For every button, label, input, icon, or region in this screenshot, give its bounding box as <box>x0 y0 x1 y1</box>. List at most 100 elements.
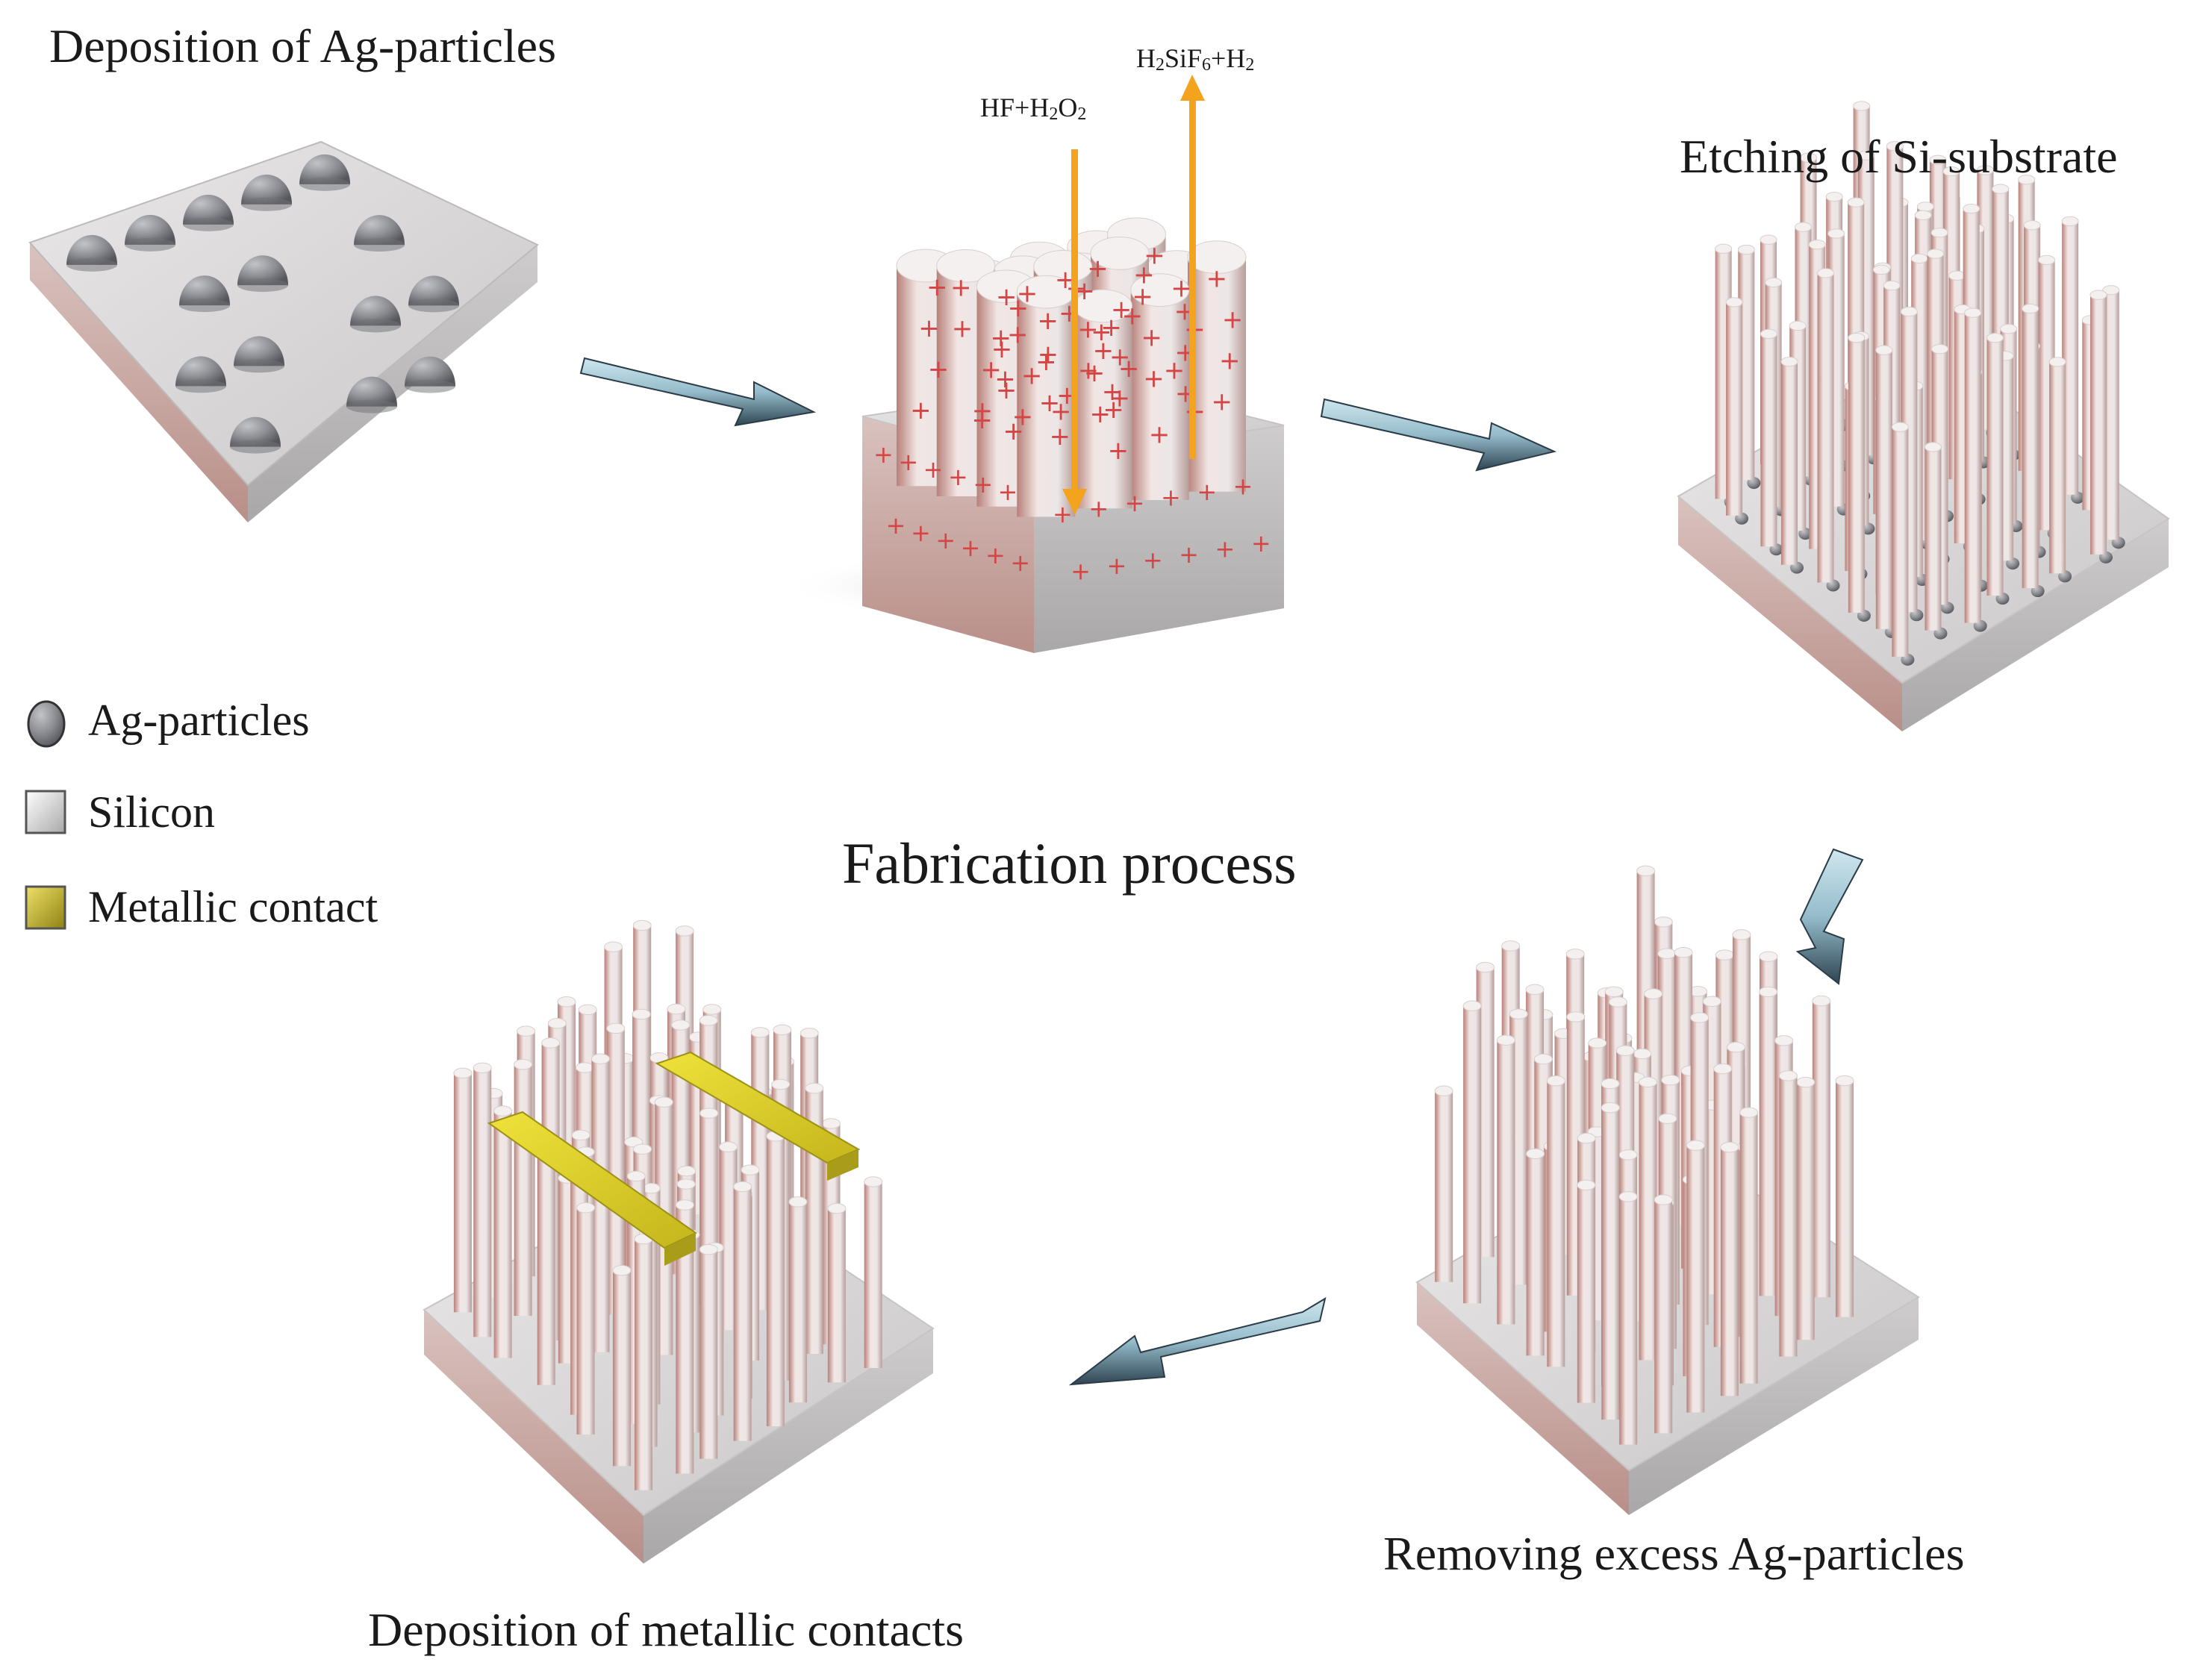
silicon-nanowire <box>1546 1075 1565 1367</box>
diagram-title: Fabrication process <box>842 831 1297 896</box>
silicon-nanowire <box>1812 995 1831 1298</box>
ag-particle <box>299 154 351 184</box>
silicon-nanowire <box>1759 986 1778 1296</box>
step-label-etching: Etching of Si-substrate <box>1680 130 2118 183</box>
process-arrow-1 <box>579 357 817 427</box>
silicon-pillar <box>1187 240 1247 492</box>
positive-charge: + <box>1050 396 1072 426</box>
positive-charge: + <box>1143 546 1163 574</box>
silicon-nanowire <box>473 1062 492 1337</box>
silicon-nanowire <box>2089 290 2107 555</box>
positive-charge: + <box>1012 402 1034 432</box>
positive-charge: + <box>994 364 1016 394</box>
ag-particle <box>125 214 176 245</box>
legend-ag-icon <box>27 700 66 748</box>
silicon-nanowire <box>1796 1076 1816 1340</box>
silicon-nanowire <box>634 1233 653 1490</box>
ag-particle <box>354 215 405 246</box>
ag-particle <box>1933 627 1948 640</box>
positive-charge: + <box>910 396 932 425</box>
silicon-pillar <box>1130 273 1190 500</box>
silicon-nanowire <box>537 1140 556 1385</box>
positive-charge: + <box>1108 436 1129 466</box>
positive-charge: + <box>1053 500 1073 528</box>
positive-charge: + <box>1222 305 1244 335</box>
positive-charge: + <box>961 534 981 562</box>
positive-charge: + <box>1087 254 1109 284</box>
silicon-nanowire <box>1760 328 1777 547</box>
silicon-nanowire <box>766 1131 785 1427</box>
positive-charge: + <box>1070 557 1091 585</box>
positive-charge: + <box>1007 293 1029 323</box>
legend-label-ag: Ag-particles <box>88 696 310 745</box>
legend-label-contact: Metallic contact <box>88 882 378 931</box>
positive-charge: + <box>926 272 948 302</box>
silicon-nanowire <box>1964 307 1982 623</box>
positive-charge: + <box>1118 354 1140 384</box>
silicon-nanowire <box>1986 333 2004 596</box>
positive-charge: + <box>1078 355 1100 385</box>
positive-charge: + <box>998 478 1018 506</box>
metallic-contact <box>655 1051 861 1181</box>
positive-charge: + <box>1088 495 1109 523</box>
process-arrow-4 <box>1068 1296 1327 1386</box>
positive-charge: + <box>898 448 918 476</box>
positive-charge: + <box>1133 260 1155 290</box>
positive-charge: + <box>980 355 1002 384</box>
legend-silicon-icon <box>25 790 66 834</box>
positive-charge: + <box>952 313 973 343</box>
positive-charge: + <box>1017 279 1038 309</box>
ag-particle <box>1901 653 1915 666</box>
ag-particle <box>230 416 281 447</box>
positive-charge: + <box>996 375 1017 405</box>
silicon-nanowire <box>733 1181 752 1441</box>
silicon-nanowire <box>1924 442 1942 631</box>
ag-particle <box>237 255 289 286</box>
ag-particle <box>66 234 118 265</box>
ag-particle <box>408 275 460 306</box>
silicon-nanowire <box>1686 1140 1705 1413</box>
ag-particle <box>346 376 398 407</box>
positive-charge: + <box>996 282 1017 312</box>
process-arrow-3 <box>1795 848 1864 985</box>
positive-charge: + <box>928 355 950 384</box>
positive-charge: + <box>1161 484 1181 512</box>
silicon-pillar <box>1016 275 1076 517</box>
positive-charge: + <box>1111 295 1132 325</box>
positive-charge: + <box>1084 358 1106 388</box>
ag-particle <box>175 356 227 387</box>
positive-charge: + <box>1035 347 1057 377</box>
positive-charge: + <box>911 519 931 547</box>
positive-charge: + <box>1007 320 1029 350</box>
silicon-nanowire <box>576 1202 596 1435</box>
positive-charge: + <box>873 440 894 469</box>
positive-charge: + <box>1206 264 1228 294</box>
silicon-nanowire <box>1526 1148 1545 1356</box>
positive-charge: + <box>918 313 940 343</box>
process-arrow-2 <box>1320 398 1557 472</box>
step-label-metallic-contacts: Deposition of metallic contacts <box>368 1603 964 1656</box>
nanowires-without-ag <box>1415 865 1920 1515</box>
silicon-nanowire <box>1462 1000 1482 1304</box>
silicon-nanowire <box>2061 216 2079 495</box>
positive-charge: + <box>1144 241 1165 271</box>
ag-particle <box>405 356 456 387</box>
ag-particle <box>2098 551 2113 563</box>
positive-charge: + <box>1050 422 1071 452</box>
step-label-deposition-ag: Deposition of Ag-particles <box>49 19 556 72</box>
silicon-nanowire <box>1601 1102 1620 1420</box>
step-label-removing-ag: Removing excess Ag-particles <box>1383 1527 1965 1580</box>
silicon-nanowire <box>1618 1191 1638 1445</box>
positive-charge: + <box>1021 361 1043 391</box>
positive-charge: + <box>1212 387 1233 417</box>
positive-charge: + <box>1039 388 1061 418</box>
positive-charge: + <box>973 470 993 499</box>
reactant-arrow <box>1062 149 1087 515</box>
ag-particle <box>183 194 234 225</box>
positive-charge: + <box>935 526 956 555</box>
positive-charge: + <box>1149 420 1171 450</box>
positive-charge: + <box>1103 395 1124 425</box>
positive-charge: + <box>1109 342 1131 372</box>
